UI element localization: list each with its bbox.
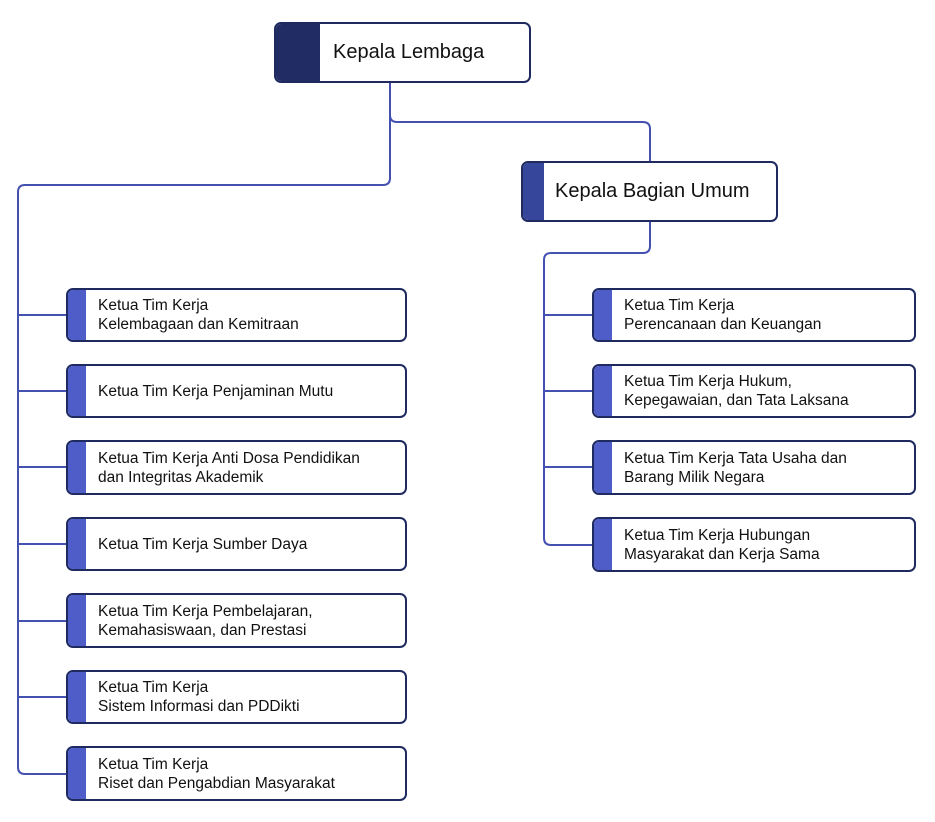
node-label: Ketua Tim Kerja Anti Dosa Pendidikan dan…	[98, 449, 360, 486]
node-accent	[68, 442, 86, 493]
node-label: Kepala Bagian Umum	[555, 180, 750, 202]
node-accent	[68, 595, 86, 646]
node-right-unit-1: Ketua Tim Kerja Perencanaan dan Keuangan	[592, 288, 916, 342]
node-accent	[68, 366, 86, 416]
node-accent	[68, 519, 86, 569]
node-left-unit-2: Ketua Tim Kerja Penjaminan Mutu	[66, 364, 407, 418]
node-label: Ketua Tim Kerja Hubungan Masyarakat dan …	[624, 526, 820, 563]
node-label: Ketua Tim Kerja Sumber Daya	[98, 535, 308, 553]
node-accent	[68, 290, 86, 340]
node-label: Ketua Tim Kerja Tata Usaha dan Barang Mi…	[624, 449, 847, 486]
node-accent	[523, 163, 544, 220]
node-left-unit-1: Ketua Tim Kerja Kelembagaan dan Kemitraa…	[66, 288, 407, 342]
node-right-unit-4: Ketua Tim Kerja Hubungan Masyarakat dan …	[592, 517, 916, 572]
node-accent	[594, 366, 612, 416]
node-accent	[68, 748, 86, 799]
node-label: Ketua Tim Kerja Pembelajaran, Kemahasisw…	[98, 602, 313, 639]
node-left-unit-3: Ketua Tim Kerja Anti Dosa Pendidikan dan…	[66, 440, 407, 495]
node-label: Ketua Tim Kerja Penjaminan Mutu	[98, 382, 334, 400]
node-label: Kepala Lembaga	[333, 41, 485, 63]
node-kepala-bagian-umum: Kepala Bagian Umum	[521, 161, 778, 222]
node-label: Ketua Tim Kerja Kelembagaan dan Kemitraa…	[98, 297, 299, 333]
node-accent	[594, 290, 612, 340]
node-label: Ketua Tim Kerja Riset dan Pengabdian Mas…	[98, 755, 335, 792]
node-left-unit-7: Ketua Tim Kerja Riset dan Pengabdian Mas…	[66, 746, 407, 801]
node-left-unit-4: Ketua Tim Kerja Sumber Daya	[66, 517, 407, 571]
node-accent	[594, 519, 612, 570]
node-right-unit-2: Ketua Tim Kerja Hukum, Kepegawaian, dan …	[592, 364, 916, 418]
node-kepala-lembaga: Kepala Lembaga	[274, 22, 531, 83]
node-right-unit-3: Ketua Tim Kerja Tata Usaha dan Barang Mi…	[592, 440, 916, 495]
connector-root-to-left-branch	[17, 82, 391, 775]
node-label: Ketua Tim Kerja Perencanaan dan Keuangan	[624, 297, 822, 333]
node-label: Ketua Tim Kerja Hukum, Kepegawaian, dan …	[624, 373, 849, 409]
node-accent	[594, 442, 612, 493]
connector-sub-to-right-branch	[543, 221, 651, 546]
node-accent	[276, 24, 320, 81]
node-label: Ketua Tim Kerja Sistem Informasi dan PDD…	[98, 679, 300, 715]
node-left-unit-5: Ketua Tim Kerja Pembelajaran, Kemahasisw…	[66, 593, 407, 648]
node-left-unit-6: Ketua Tim Kerja Sistem Informasi dan PDD…	[66, 670, 407, 724]
connector-root-to-sub	[389, 82, 651, 163]
node-accent	[68, 672, 86, 722]
